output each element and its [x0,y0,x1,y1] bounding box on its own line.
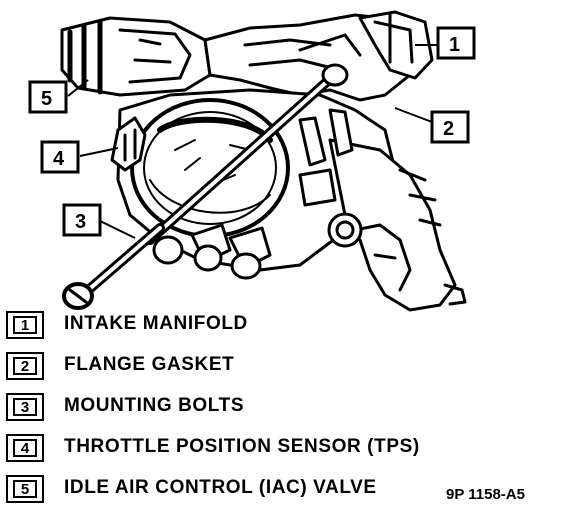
callout-box-5: 5 [28,80,68,114]
callout-number: 3 [75,211,86,233]
legend-item: 1 INTAKE MANIFOLD [6,311,566,341]
callout-leaders [67,44,438,239]
legend-label: MOUNTING BOLTS [64,395,245,416]
callout-box-4: 4 [40,140,80,174]
legend-number-box: 4 [6,434,44,462]
legend-number-box: 5 [6,475,44,503]
legend-item: 5 IDLE AIR CONTROL (IAC) VALVE [6,475,566,505]
legend-number: 3 [13,398,37,416]
legend-label: FLANGE GASKET [64,354,235,375]
callout-box-1: 1 [436,26,476,60]
legend-number-box: 2 [6,352,44,380]
legend-item: 2 FLANGE GASKET [6,352,566,382]
callout-number: 4 [53,148,65,170]
legend-label: INTAKE MANIFOLD [64,313,248,334]
legend-number-box: 3 [6,393,44,421]
legend-label: IDLE AIR CONTROL (IAC) VALVE [64,477,377,498]
callout-box-2: 2 [430,110,470,144]
legend-number: 1 [13,316,37,334]
legend-number: 5 [13,480,37,498]
callout-number: 2 [443,118,454,140]
legend-item: 3 MOUNTING BOLTS [6,393,566,423]
callout-number: 5 [41,88,52,110]
callout-box-3: 3 [62,203,102,237]
figure-code: 9P 1158-A5 [446,486,525,503]
legend-label: THROTTLE POSITION SENSOR (TPS) [64,436,420,457]
legend-item: 4 THROTTLE POSITION SENSOR (TPS) [6,434,566,464]
intake-manifold [203,13,422,102]
throttle-body-illustration [60,10,467,312]
legend-number: 4 [13,439,37,457]
callout-number: 1 [449,34,460,56]
tps-sensor [110,116,147,172]
legend-number: 2 [13,357,37,375]
legend-number-box: 1 [6,311,44,339]
